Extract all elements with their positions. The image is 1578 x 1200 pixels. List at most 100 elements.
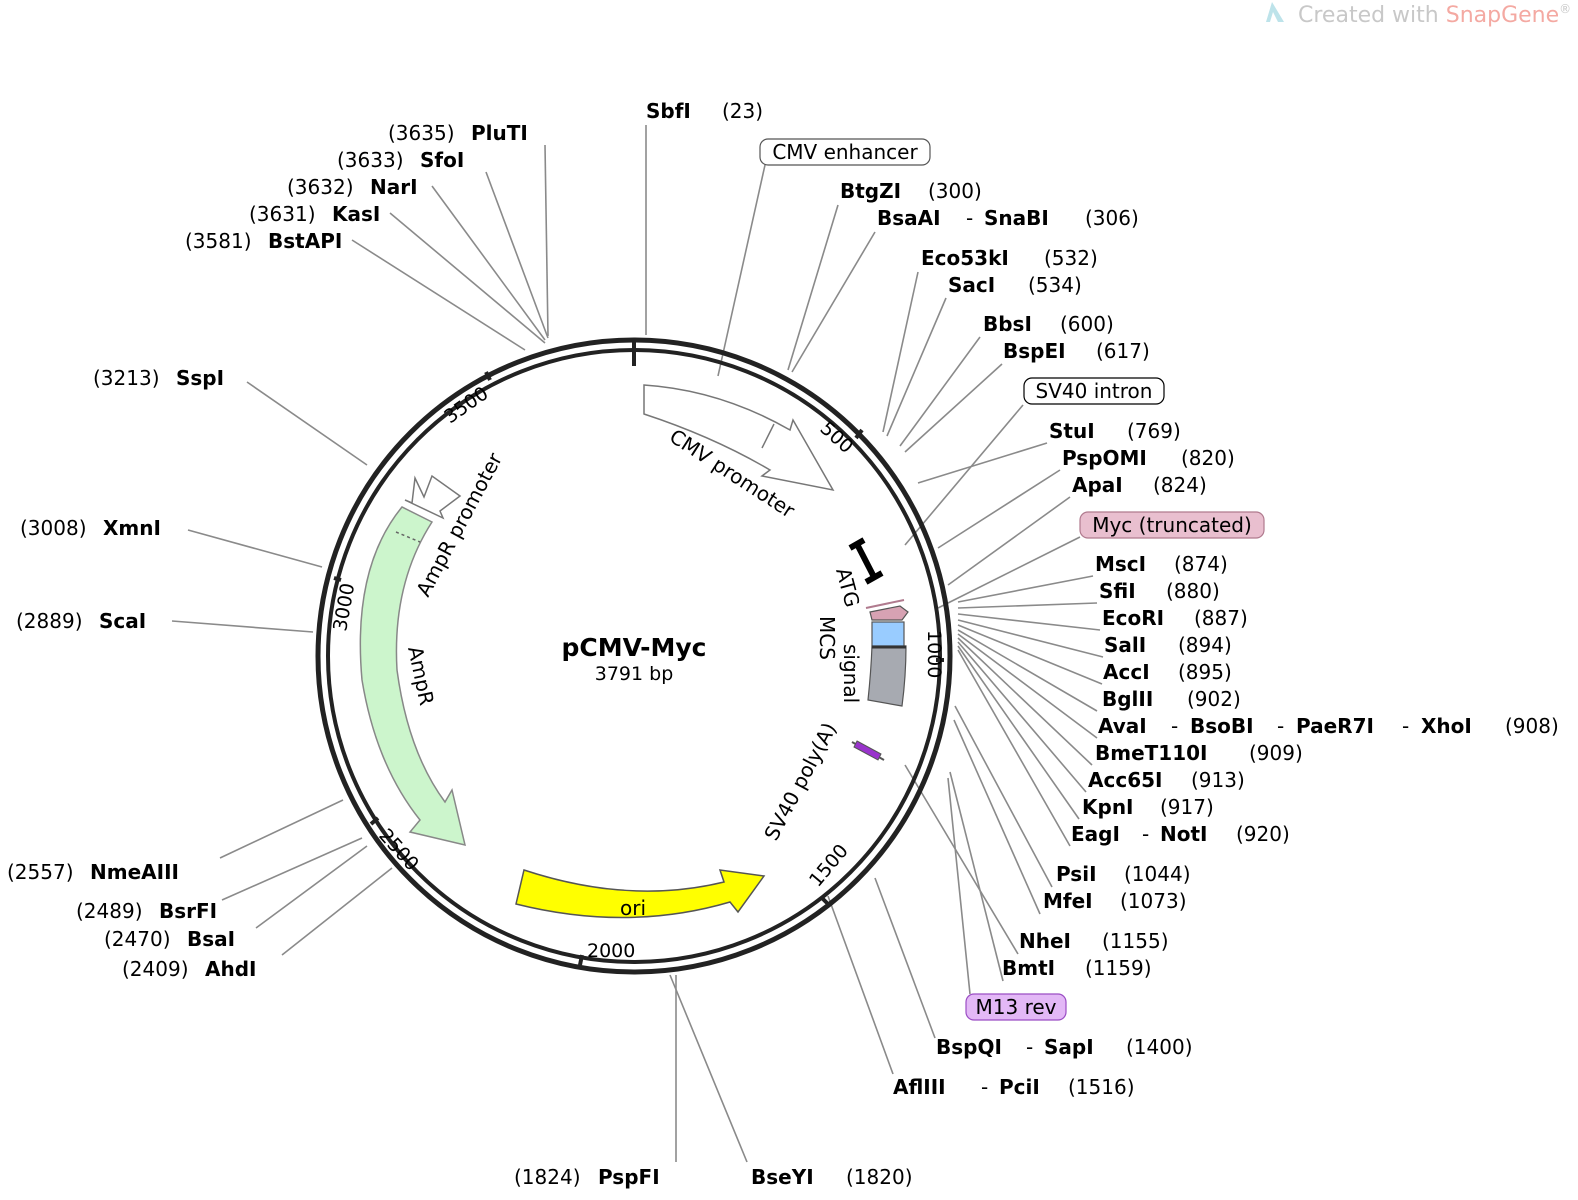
svg-text:SalI(894): SalI(894) bbox=[1104, 633, 1232, 657]
enzyme-bbsi: BbsI bbox=[983, 312, 1032, 336]
enzyme-ecori-pos: (887) bbox=[1194, 606, 1248, 630]
svg-text:BspEI(617): BspEI(617) bbox=[1003, 339, 1150, 363]
svg-text:StuI(769): StuI(769) bbox=[1049, 419, 1181, 443]
enzyme-nari: NarI bbox=[370, 175, 418, 199]
enzyme-bsaai-pos: (306) bbox=[1085, 206, 1139, 230]
enzyme-bsai: BsaI bbox=[187, 927, 235, 951]
enzyme-btgzi-pos: (300) bbox=[928, 179, 982, 203]
enzyme-kpni-pos: (917) bbox=[1160, 795, 1214, 819]
enzyme-xmni-pos: (3008) bbox=[20, 516, 87, 540]
svg-text:EagI-NotI(920): EagI-NotI(920) bbox=[1071, 822, 1290, 846]
enzyme-xmni: XmnI bbox=[103, 516, 161, 540]
enzyme-bspqi: BspQI bbox=[936, 1035, 1002, 1059]
tick-2000: 2000 bbox=[587, 940, 635, 962]
svg-text:BtgZI(300): BtgZI (300) bbox=[840, 179, 982, 203]
svg-text:PsiI(1044): PsiI(1044) bbox=[1056, 862, 1191, 886]
enzyme-bglii: BglII bbox=[1102, 687, 1153, 711]
enzyme-bmti: BmtI bbox=[1002, 956, 1055, 980]
feature-arrows bbox=[359, 384, 909, 919]
enzyme-bmet110i: BmeT110I bbox=[1095, 741, 1207, 765]
label-m13-rev: M13 rev bbox=[976, 995, 1057, 1019]
svg-text:Created with SnapGene®: Created with SnapGene® bbox=[1298, 2, 1571, 28]
svg-text:AccI(895): AccI(895) bbox=[1103, 660, 1232, 684]
enzyme-xhoi: XhoI bbox=[1421, 714, 1472, 738]
svg-text:AvaI-BsoBI-PaeR7I-XhoI(908): AvaI-BsoBI-PaeR7I-XhoI(908) bbox=[1098, 714, 1559, 738]
enzyme-ahdi-pos: (2409) bbox=[122, 957, 189, 981]
svg-text:SbfI(23): SbfI(23) bbox=[646, 99, 763, 123]
enzyme-kasi-pos: (3631) bbox=[249, 202, 316, 226]
watermark-prefix: Created with bbox=[1298, 3, 1446, 28]
svg-text:(3581)BstAPI: (3581)BstAPI bbox=[185, 229, 342, 253]
svg-text:(3008)XmnI: (3008) XmnI bbox=[20, 516, 161, 540]
enzyme-eagi: EagI bbox=[1071, 822, 1120, 846]
enzyme-bbsi-pos: (600) bbox=[1060, 312, 1114, 336]
ori-arrow bbox=[515, 869, 766, 919]
enzyme-bmet110i-pos: (909) bbox=[1249, 741, 1303, 765]
enzyme-psppomi: PspOMI bbox=[1062, 446, 1147, 470]
enzyme-msci: MscI bbox=[1095, 552, 1146, 576]
enzyme-psppomi-pos: (820) bbox=[1181, 446, 1235, 470]
svg-text:ApaI(824): ApaI (824) bbox=[1072, 473, 1207, 497]
svg-text:BspQI-SapI(1400): BspQI-SapI(1400) bbox=[936, 1035, 1193, 1059]
svg-text:BmtI(1159): BmtI(1159) bbox=[1002, 956, 1152, 980]
enzyme-kasi: KasI bbox=[332, 202, 380, 226]
label-cmv-enhancer: CMV enhancer bbox=[772, 140, 918, 164]
enzyme-bsai-pos: (2470) bbox=[104, 927, 171, 951]
enzyme-btgzi: BtgZI bbox=[840, 179, 901, 203]
enzyme-pspfi-pos: (1824) bbox=[514, 1165, 581, 1189]
enzyme-sali: SalI bbox=[1104, 633, 1146, 657]
svg-text:AflIII-PciI(1516): AflIII-PciI(1516) bbox=[893, 1075, 1135, 1099]
enzyme-msci-pos: (874) bbox=[1174, 552, 1228, 576]
sv40-polya-body bbox=[853, 740, 882, 761]
boxed-feature-labels: CMV enhancer SV40 intron Myc (truncated)… bbox=[759, 138, 1265, 1021]
enzyme-apai-pos: (824) bbox=[1153, 473, 1207, 497]
leader-lines bbox=[171, 125, 1104, 1163]
enzyme-acc65i: Acc65I bbox=[1088, 768, 1162, 792]
svg-text:SacI(534): SacI (534) bbox=[948, 273, 1082, 297]
enzyme-ahdi: AhdI bbox=[205, 957, 256, 981]
enzyme-sbfi: SbfI bbox=[646, 99, 691, 123]
mcs-box bbox=[871, 621, 905, 649]
enzyme-paer7i: PaeR7I bbox=[1296, 714, 1374, 738]
enzyme-saci-pos: (534) bbox=[1028, 273, 1082, 297]
enzyme-apai: ApaI bbox=[1072, 473, 1123, 497]
enzyme-saci: SacI bbox=[948, 273, 995, 297]
ampr-arrow bbox=[359, 506, 467, 847]
plasmid-length: 3791 bp bbox=[595, 663, 674, 685]
svg-text:(3631)KasI: (3631) KasI bbox=[249, 202, 380, 226]
label-ori: ori bbox=[620, 896, 646, 920]
enzyme-pspfi: PspFI bbox=[598, 1165, 660, 1189]
svg-text:Eco53kI(532): Eco53kI(532) bbox=[921, 246, 1098, 270]
enzyme-bstapi: BstAPI bbox=[268, 229, 342, 253]
myc-arrow bbox=[869, 605, 909, 621]
enzyme-snabi: SnaBI bbox=[984, 206, 1049, 230]
enzyme-pcii: PciI bbox=[999, 1075, 1040, 1099]
enzyme-acci-pos: (895) bbox=[1178, 660, 1232, 684]
enzyme-stui: StuI bbox=[1049, 419, 1095, 443]
enzyme-ecori: EcoRI bbox=[1102, 606, 1164, 630]
watermark-brand: SnapGene bbox=[1446, 3, 1559, 28]
enzyme-nhei: NheI bbox=[1019, 929, 1071, 953]
svg-text:SfiI(880): SfiI(880) bbox=[1099, 579, 1220, 603]
enzyme-noti: NotI bbox=[1160, 822, 1207, 846]
enzyme-sfii: SfiI bbox=[1099, 579, 1136, 603]
svg-text:BbsI(600): BbsI (600) bbox=[983, 312, 1114, 336]
enzyme-psii-pos: (1044) bbox=[1124, 862, 1191, 886]
enzyme-nhei-pos: (1155) bbox=[1102, 929, 1169, 953]
svg-text:(2889)ScaI: (2889)ScaI bbox=[16, 609, 146, 633]
enzyme-mfei: MfeI bbox=[1043, 889, 1093, 913]
atg-mark bbox=[848, 537, 884, 585]
enzyme-sfoi: SfoI bbox=[420, 148, 464, 172]
enzyme-pluti-pos: (3635) bbox=[388, 121, 455, 145]
enzyme-mfei-pos: (1073) bbox=[1120, 889, 1187, 913]
svg-text:(1824)PspFI: (1824) PspFI bbox=[514, 1165, 660, 1189]
svg-text:(2557)NmeAIII: (2557)NmeAIII bbox=[7, 860, 179, 884]
snapgene-logo-icon bbox=[1266, 2, 1284, 22]
signal-box bbox=[867, 645, 907, 707]
enzyme-bspei: BspEI bbox=[1003, 339, 1066, 363]
svg-text:(3635)PluTI: (3635)PluTI bbox=[388, 121, 528, 145]
label-ampr: AmpR bbox=[403, 644, 439, 708]
label-sv40-intron: SV40 intron bbox=[1036, 379, 1153, 403]
enzyme-bspqi-pos: (1400) bbox=[1126, 1035, 1193, 1059]
svg-text:(2409)AhdI: (2409) AhdI bbox=[122, 957, 256, 981]
